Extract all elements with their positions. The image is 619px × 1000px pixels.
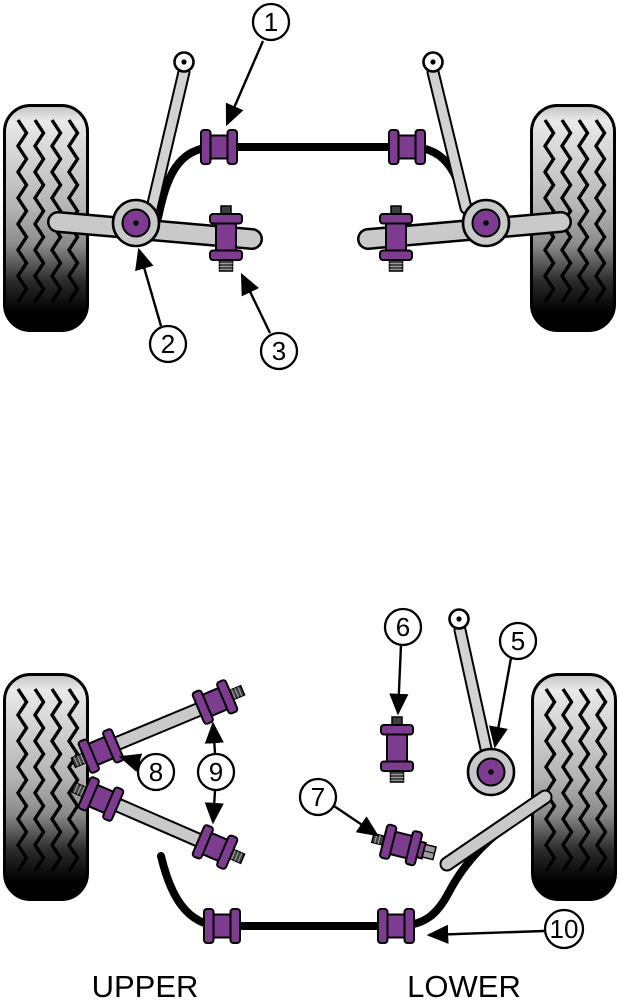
callout-3[interactable]: 3: [240, 272, 299, 371]
rear-upper-arm-front: [96, 696, 220, 757]
callout-10[interactable]: 10: [426, 908, 585, 950]
front-arb-bushing-right: [388, 129, 426, 165]
rear-bolt-bushing: [369, 821, 439, 869]
callout-9[interactable]: 9: [196, 721, 236, 825]
caption-lower: LOWER: [407, 969, 521, 1000]
rear-upper-arm-rear: [96, 791, 220, 854]
callout-9-number: 9: [209, 757, 223, 787]
front-left-drop-link: [145, 65, 191, 215]
front-left-ball-joint: [111, 198, 161, 248]
rear-drop-link-mount: [448, 608, 470, 630]
callout-5-number: 5: [511, 626, 525, 656]
callout-7[interactable]: 7: [298, 777, 379, 837]
callout-3-number: 3: [272, 336, 286, 366]
callout-2[interactable]: 2: [135, 247, 188, 364]
front-right-drop-link: [426, 65, 473, 215]
callout-1[interactable]: 1: [225, 2, 291, 127]
front-left-drop-link-mount: [173, 51, 195, 73]
callout-10-number: 10: [550, 914, 579, 944]
rear-lower-arm-vertical-bushing: [380, 716, 414, 783]
callout-7-number: 7: [311, 782, 325, 812]
callout-1-number: 1: [264, 7, 278, 37]
rear-suspension-diagram: 5 6 7 8 9 10 UPPER LOWER: [5, 607, 616, 1000]
caption-upper: UPPER: [92, 969, 199, 1000]
front-suspension-diagram: 1 2 3: [5, 2, 615, 371]
rear-drop-link: [453, 623, 496, 769]
callout-2-number: 2: [161, 329, 175, 359]
callout-6-number: 6: [396, 612, 410, 642]
front-arb-bushing-left: [200, 129, 238, 165]
rear-anti-roll-bar: [157, 824, 508, 930]
rear-arb-bushing-left: [203, 908, 241, 944]
callout-6[interactable]: 6: [383, 607, 423, 716]
rear-upper-arm-rear-inner-bushing: [192, 824, 249, 874]
rear-upper-arm-front-inner-bushing: [192, 675, 249, 725]
front-right-drop-link-mount: [422, 51, 444, 73]
rear-hub-ball-joint: [466, 747, 516, 797]
callout-8[interactable]: 8: [118, 752, 176, 792]
rear-arb-bushing-right: [377, 908, 415, 944]
front-right-ball-joint: [461, 198, 511, 248]
callout-8-number: 8: [149, 757, 163, 787]
callout-5[interactable]: 5: [488, 621, 538, 749]
rear-right-tire: [533, 675, 616, 900]
rear-toe-arm: [439, 789, 553, 872]
